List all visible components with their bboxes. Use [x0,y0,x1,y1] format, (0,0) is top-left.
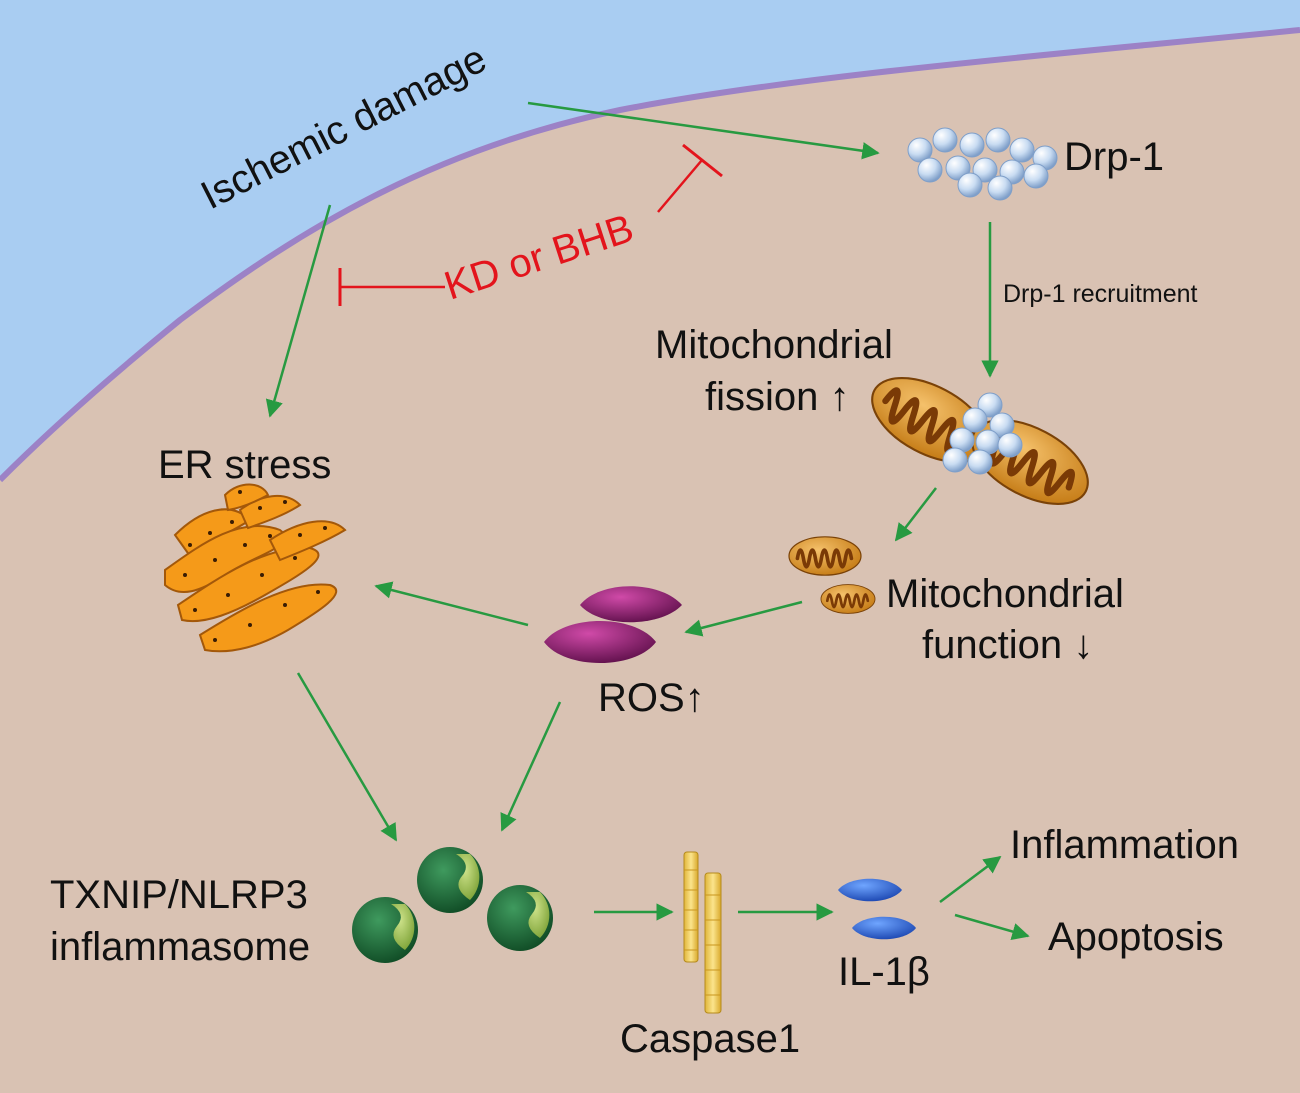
caspase1-label: Caspase1 [620,1017,800,1061]
mito-function-label-line2: function ↓ [922,623,1093,667]
inflammation-label: Inflammation [1010,823,1239,867]
arrow-il1b-to-apoptosis [954,913,1030,941]
er-stress-label: ER stress [158,443,331,487]
mito-function-label-line1: Mitochondrial [886,572,1124,616]
mito-fission-label-line1: Mitochondrial [655,323,893,367]
txnip-nlrp3-label-line2: inflammasome [50,925,310,969]
arrow-er-to-inflammasome [296,672,398,842]
drp1-recruitment-label: Drp-1 recruitment [1003,280,1198,308]
il1b-label: IL-1β [838,950,930,994]
drp1-label: Drp-1 [1064,135,1164,179]
mito-fission-label-line2: fission ↑ [705,375,850,419]
arrow-ros-to-inflammasome [500,701,562,832]
ros-label: ROS↑ [598,676,705,720]
caspase1-rod-icon [683,851,722,1014]
inhibition-bar-drp1 [682,143,723,178]
er-ribosome-dots [183,490,327,642]
arrow-il1b-to-inflammation [939,855,1002,903]
arrow-ischemia-to-drp1 [527,101,880,160]
cell-membrane [0,27,1300,483]
arrow-mito-to-ros [684,600,803,637]
txnip-nlrp3-label-line1: TXNIP/NLRP3 [50,873,308,917]
inhibition-line-drp1 [657,159,703,213]
arrow-ros-to-er [374,581,529,627]
apoptosis-label: Apoptosis [1048,915,1224,959]
arrow-fission-to-function [894,487,937,542]
il1b-cytokine-icon [838,878,916,940]
extracellular-space [0,0,1300,480]
arrow-ischemia-to-er [265,204,332,418]
ros-molecule-icon [544,586,682,663]
